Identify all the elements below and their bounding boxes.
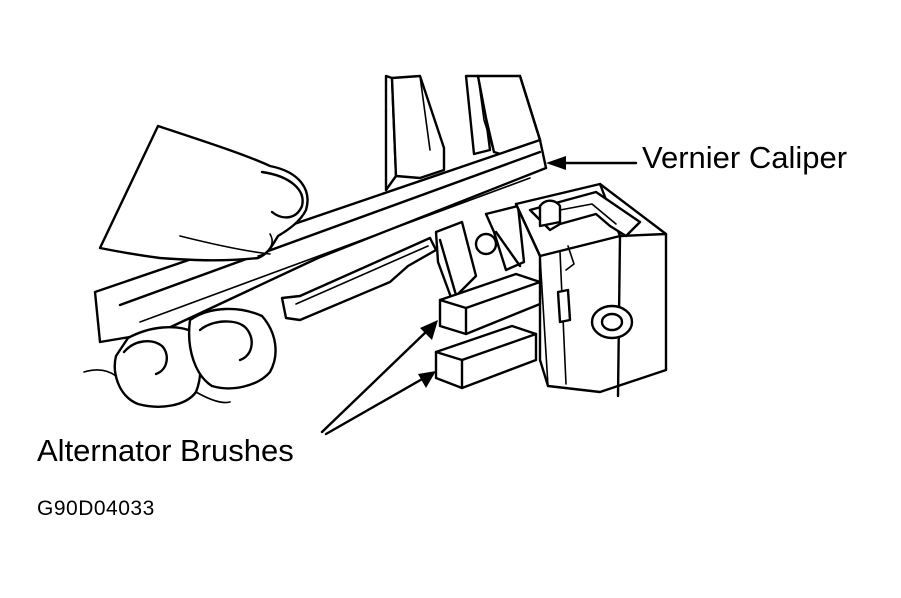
alternator-brushes-label: Alternator Brushes <box>37 433 294 468</box>
hand-thumb <box>98 124 309 262</box>
figure-code: G90D04033 <box>37 497 155 520</box>
hand-fingers <box>83 307 277 408</box>
leader-brushes <box>320 320 438 436</box>
leader-caliper <box>546 156 638 170</box>
vernier-caliper-label: Vernier Caliper <box>642 140 848 175</box>
caliper-beam <box>93 138 548 344</box>
alternator-brushes-parts <box>434 272 542 390</box>
